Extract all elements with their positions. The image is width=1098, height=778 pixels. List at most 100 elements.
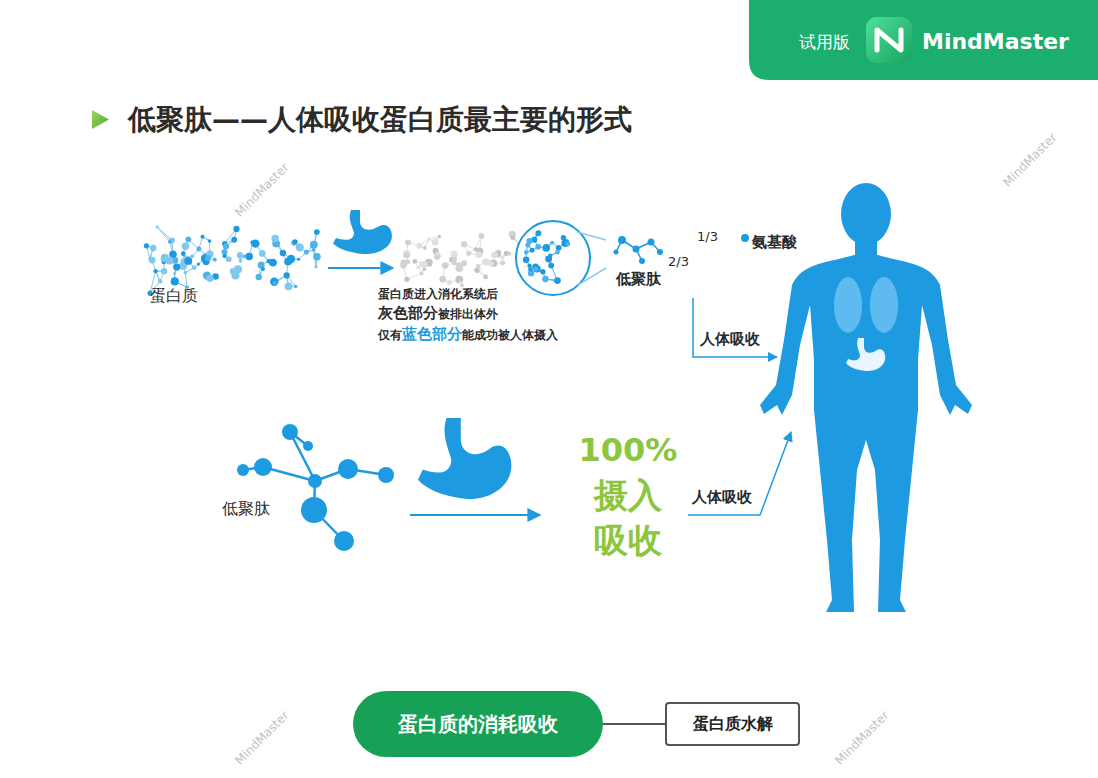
- atom: [192, 265, 197, 270]
- atom: [420, 261, 427, 268]
- atom: [168, 240, 172, 244]
- note-emphasis: 灰色部分: [378, 304, 438, 322]
- atom: [184, 255, 187, 258]
- atom: [438, 235, 442, 239]
- atom: [205, 255, 211, 261]
- part-label: 低聚肽: [222, 499, 270, 518]
- part-label: 低聚肽: [616, 270, 661, 288]
- atom: [297, 258, 300, 261]
- atom: [223, 243, 229, 249]
- atom: [500, 255, 504, 259]
- atom: [271, 235, 279, 243]
- atom: [614, 250, 619, 255]
- atom: [542, 244, 550, 252]
- part-label: 氨基酸: [752, 233, 797, 251]
- atom: [269, 259, 277, 267]
- atom: [185, 236, 191, 242]
- atom: [294, 285, 298, 289]
- atom: [648, 239, 655, 246]
- atom: [304, 250, 309, 255]
- topic-text: 蛋白质水解: [693, 714, 773, 733]
- process-arrow: [410, 514, 540, 516]
- atom: [554, 277, 561, 284]
- atom: [550, 241, 554, 245]
- root-topic: 蛋白质的消耗吸收: [353, 691, 603, 757]
- stomach-icon: [418, 418, 511, 499]
- absorb-arrow: [693, 298, 777, 357]
- atom: [618, 236, 626, 244]
- atom: [491, 252, 498, 259]
- note-line: 灰色部分被排出体外: [378, 304, 498, 322]
- atom: [184, 271, 188, 275]
- highlight-number: 100%: [579, 431, 678, 469]
- atom: [259, 250, 266, 257]
- atom: [261, 267, 265, 271]
- head: [841, 183, 891, 245]
- note-text: 蛋白质进入消化系统后: [378, 287, 498, 301]
- logo-mark: [877, 30, 901, 50]
- brand-name: MindMaster: [922, 29, 1069, 55]
- atom: [190, 254, 194, 258]
- atom: [161, 268, 167, 274]
- atom: [534, 267, 539, 272]
- atom: [310, 241, 318, 249]
- molecule-cluster: [523, 230, 570, 284]
- atom: [423, 246, 427, 250]
- atom: [182, 243, 189, 250]
- atom: [442, 262, 449, 269]
- atom: [474, 268, 480, 274]
- atom: [534, 265, 541, 272]
- atom: [161, 254, 169, 262]
- atom: [478, 233, 484, 239]
- body: [760, 255, 972, 612]
- atom: [237, 252, 243, 258]
- atom: [528, 267, 533, 272]
- arrow-label: 人体吸收: [692, 488, 752, 506]
- bond: [185, 273, 187, 287]
- stomach-icon: [333, 210, 392, 254]
- highlight-text: 摄入: [594, 475, 662, 516]
- atom: [237, 464, 249, 476]
- atom: [312, 248, 316, 252]
- atom: [308, 474, 322, 488]
- atom: [149, 257, 156, 264]
- atom: [282, 424, 298, 440]
- atom: [657, 249, 663, 255]
- atom: [213, 258, 217, 262]
- note-text: 被排出体外: [438, 307, 498, 321]
- atom: [285, 282, 293, 290]
- atom: [540, 269, 545, 274]
- atom: [535, 244, 541, 250]
- atom: [256, 274, 262, 280]
- note-emphasis: 蓝色部分: [402, 325, 462, 343]
- atom: [231, 237, 237, 243]
- atom: [208, 239, 212, 243]
- note-text: 能成功被人体摄入: [462, 328, 558, 342]
- bond: [290, 432, 315, 481]
- amino-acid-dot: [741, 234, 749, 242]
- atom: [303, 441, 313, 451]
- atom: [555, 250, 560, 255]
- atom: [222, 254, 226, 258]
- atom: [196, 247, 201, 252]
- zoom-line: [577, 232, 606, 240]
- arrow-label: 人体吸收: [700, 330, 760, 348]
- atom: [201, 235, 205, 239]
- atom: [280, 250, 287, 257]
- atom: [173, 272, 176, 275]
- atom: [405, 239, 411, 245]
- atom: [489, 261, 494, 266]
- atom: [292, 239, 297, 244]
- atom: [254, 458, 272, 476]
- atom: [474, 247, 478, 251]
- zoom-line: [578, 268, 606, 285]
- subtopic-box: 蛋白质水解: [665, 702, 800, 746]
- atom: [251, 239, 259, 247]
- connector: [603, 723, 665, 725]
- atom: [184, 257, 192, 265]
- atom: [197, 262, 200, 265]
- atom: [416, 266, 419, 269]
- atom: [296, 243, 304, 251]
- watermark: MindMaster: [832, 708, 892, 768]
